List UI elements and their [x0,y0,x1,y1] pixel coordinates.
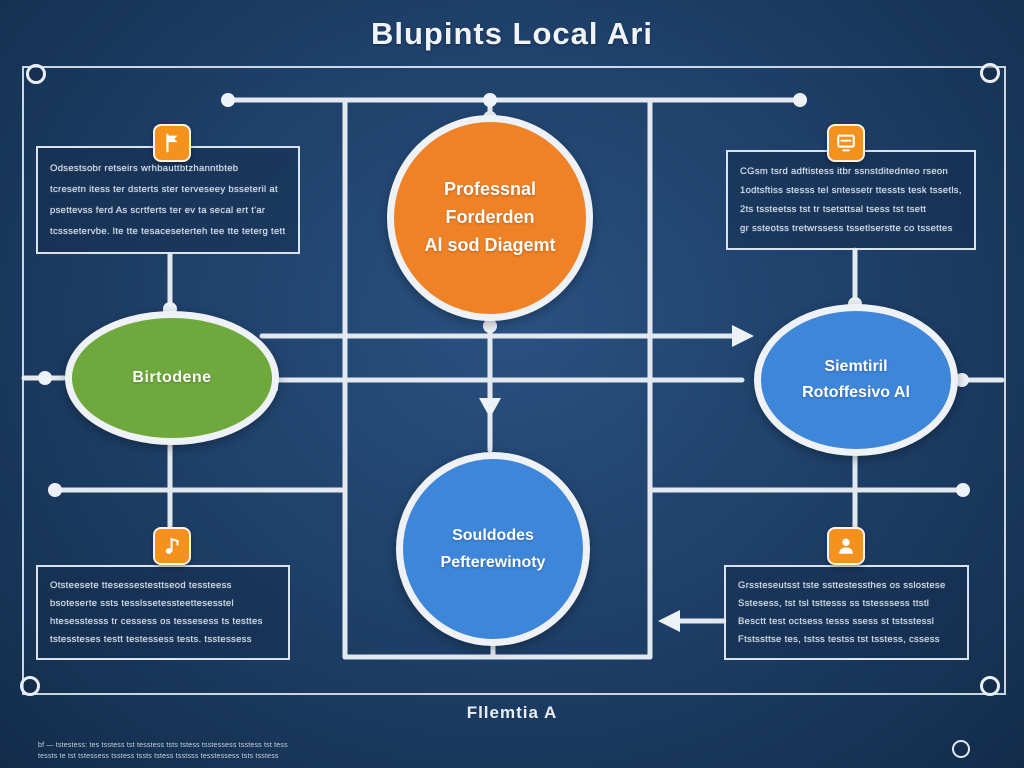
node-label: Forderden [445,207,535,228]
node-souldodes: Souldodes Pefterewinoty [396,452,590,646]
info-text: 2ts tssteetss tst tr tsetsttsal tsess ts… [740,204,927,215]
node-label: Birtodene [132,369,212,386]
diagram-caption: Fllemtia A [466,703,558,722]
corner-ring-top-left [26,64,46,84]
info-text: Sstesess, tst tsl tsttesss ss tstesssess… [738,598,930,610]
footer-line: bf — tstestess: tes tsstess tst tesstess… [38,742,288,749]
flag-icon [153,124,191,162]
footer-ring [952,740,970,758]
info-text: 1odtsftiss stesss tel sntessetr ttessts … [740,185,962,196]
info-text: CGsm tsrd adftistess itbr ssnstditednteo… [740,166,949,177]
music-note-icon [153,527,191,565]
node-siemtiril: Siemtiril Rotoffesivo Al [754,304,958,456]
node-label: Pefterewinoty [440,554,546,571]
monitor-icon [827,124,865,162]
info-text: tstessteses testt testessess tests. tsst… [50,633,252,645]
node-label: Al sod Diagemt [424,234,556,255]
corner-ring-top-right [980,63,1000,83]
info-text: htesesstesss tr cessess os tessesess ts … [50,615,263,627]
info-text: gr ssteotss tretwrssess tssetlserstte co… [740,223,953,234]
info-text: Otsteesete ttesessestesttseod tessteess [50,580,232,592]
info-text: tcsssetervbe. lte tte tesaceseterteh tee… [50,226,286,237]
info-box-top-right: CGsm tsrd adftistess itbr ssnstditednteo… [726,150,976,250]
footer-line: tessts te tst tstessess tsstess tssts ts… [38,752,279,760]
info-text: Besctt test octsess tesss ssess st tstss… [738,615,935,627]
diagram-title: Blupints Local Ari [370,16,654,51]
corner-ring-bottom-left [20,676,40,696]
node-label: Souldodes [452,526,534,544]
info-box-bottom-left: Otsteesete ttesessestesttseod tessteess … [36,565,290,660]
node-birtodene: Birtodene [65,311,279,445]
corner-ring-bottom-right [980,676,1000,696]
info-text: tcresetn itess ter dsterts ster tervesee… [50,184,278,195]
info-text: Odsestsobr retseirs wrhbauttbtzhanntbteb [50,163,239,174]
node-label: Siemtiril [824,358,888,376]
node-label: Professnal [443,179,537,200]
node-professional-ai: Professnal Forderden Al sod Diagemt [387,115,593,321]
person-icon [827,527,865,565]
info-text: Ftstssttse tes, tstss testss tst tsstess… [738,633,940,645]
info-text: psettevss ferd As scrtferts ter ev ta se… [50,205,266,216]
frame-border [22,66,1006,695]
footer-fine-print: bf — tstestess: tes tsstess tst tesstess… [38,741,468,762]
info-text: bsoteserte ssts tesslssetessteettesesste… [50,598,234,610]
info-box-top-left: Odsestsobr retseirs wrhbauttbtzhanntbteb… [36,146,300,254]
info-box-bottom-right: Grssteseutsst tste ssttestessthes os ssl… [724,565,969,660]
info-text: Grssteseutsst tste ssttestessthes os ssl… [738,580,946,592]
node-label: Rotoffesivo Al [802,384,910,401]
